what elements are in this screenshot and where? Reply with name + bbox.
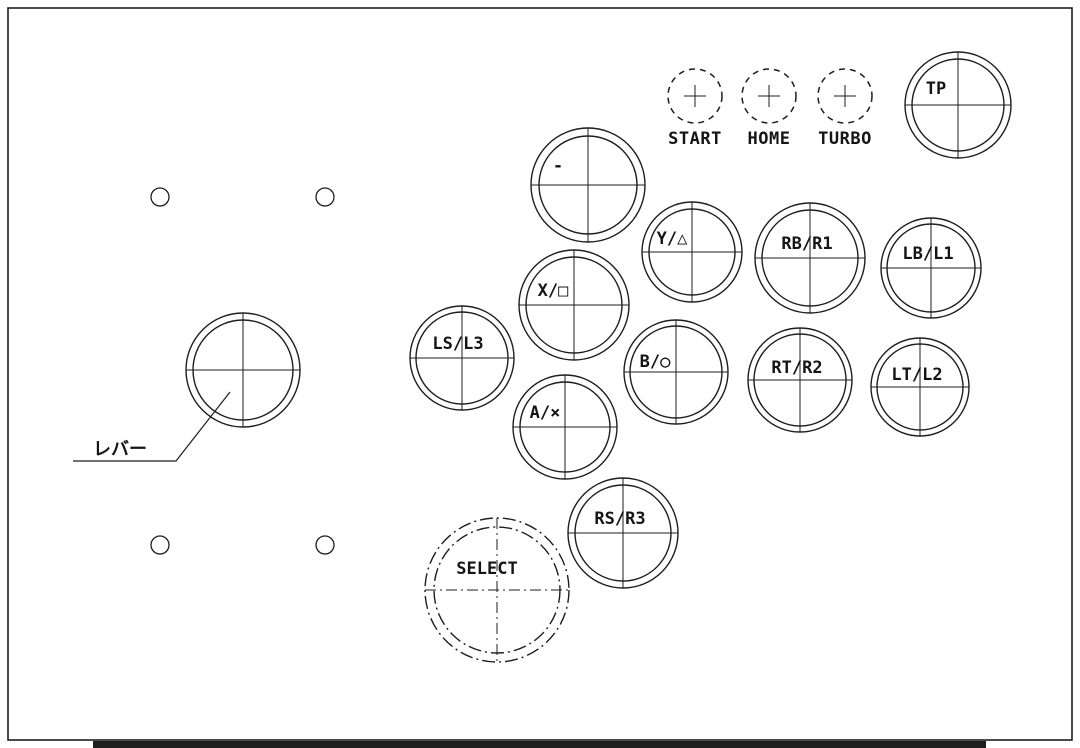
button-tp: TP bbox=[904, 51, 1012, 159]
button-label-select: SELECT bbox=[456, 559, 517, 579]
button-label-lb-l1: LB/L1 bbox=[902, 244, 953, 264]
button-lt-l2: LT/L2 bbox=[870, 337, 970, 437]
momentary-button-turbo: TURBO bbox=[817, 68, 873, 149]
button-x-square: X/□ bbox=[518, 249, 630, 361]
mounting-hole bbox=[150, 535, 170, 555]
button-rs-r3: RS/R3 bbox=[567, 477, 679, 589]
turbo-dashed-circle bbox=[817, 68, 873, 124]
button-label-lt-l2: LT/L2 bbox=[891, 365, 942, 385]
momentary-label-turbo: TURBO bbox=[818, 129, 872, 149]
button-b-circle: B/○ bbox=[623, 319, 729, 425]
button-minus: - bbox=[530, 127, 646, 243]
momentary-buttons-layer: START HOME TURBO bbox=[667, 68, 873, 149]
button-select: SELECT bbox=[424, 517, 570, 663]
button-a-cross: A/× bbox=[512, 374, 618, 480]
panel-border bbox=[7, 7, 1073, 741]
lever: レバー bbox=[73, 312, 301, 462]
button-rt-r2: RT/R2 bbox=[747, 327, 853, 433]
momentary-button-start: START bbox=[667, 68, 723, 149]
button-label-rb-r1: RB/R1 bbox=[781, 234, 832, 254]
momentary-label-start: START bbox=[668, 129, 722, 149]
button-y-triangle: Y/△ bbox=[641, 201, 743, 303]
button-lb-l1: LB/L1 bbox=[880, 217, 982, 319]
mounting-hole bbox=[315, 535, 335, 555]
button-label-b-circle: B/○ bbox=[640, 352, 671, 372]
frame-layer bbox=[7, 7, 1073, 748]
start-dashed-circle bbox=[667, 68, 723, 124]
home-dashed-circle bbox=[741, 68, 797, 124]
lever-leader-line bbox=[73, 391, 231, 462]
mounting-hole bbox=[315, 187, 335, 207]
button-label-a-cross: A/× bbox=[530, 403, 561, 423]
button-rb-r1: RB/R1 bbox=[754, 202, 866, 314]
button-label-tp: TP bbox=[926, 79, 946, 99]
button-label-y-triangle: Y/△ bbox=[657, 229, 688, 249]
button-label-minus: - bbox=[553, 156, 563, 176]
momentary-label-home: HOME bbox=[748, 129, 791, 149]
bottom-edge-bar bbox=[93, 741, 986, 748]
lever-layer: レバー bbox=[73, 312, 301, 462]
mounting-holes-layer bbox=[150, 187, 335, 555]
button-label-rt-r2: RT/R2 bbox=[771, 358, 822, 378]
lever-label: レバー bbox=[93, 439, 147, 460]
button-label-ls-l3: LS/L3 bbox=[432, 334, 483, 354]
button-ls-l3: LS/L3 bbox=[409, 305, 515, 411]
mounting-hole bbox=[150, 187, 170, 207]
momentary-button-home: HOME bbox=[741, 68, 797, 149]
button-label-rs-r3: RS/R3 bbox=[594, 509, 645, 529]
button-label-x-square: X/□ bbox=[538, 281, 569, 301]
